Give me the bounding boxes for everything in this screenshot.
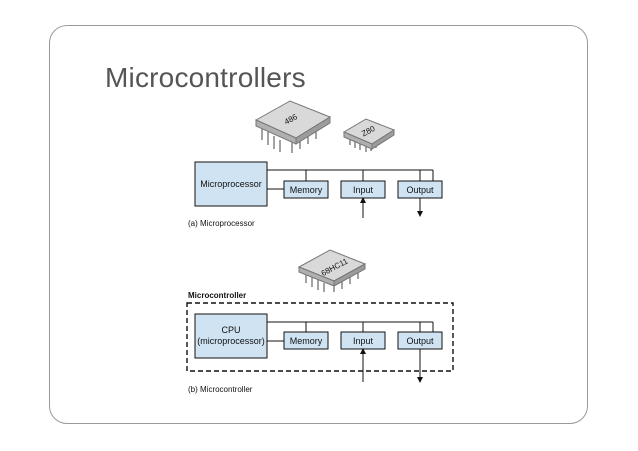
chip-486-icon: 486: [254, 100, 332, 153]
slide-frame: [49, 25, 588, 424]
memory-block-b: [283, 331, 329, 350]
cpu-label: CPU: [221, 325, 240, 335]
microcontroller-group-label: Microcontroller: [188, 291, 246, 300]
microcontroller-boundary: [186, 302, 454, 372]
caption-b: (b) Microcontroller: [188, 385, 253, 394]
output-label-a: Output: [406, 185, 434, 195]
chip-z80-icon: Z80: [342, 118, 396, 152]
memory-block-a: [283, 180, 329, 199]
output-label-b: Output: [406, 336, 434, 346]
input-label-a: Input: [353, 185, 374, 195]
chip-68hc11-icon: 68HC11: [297, 249, 367, 292]
memory-label-b: Memory: [290, 336, 323, 346]
memory-label-a: Memory: [290, 185, 323, 195]
microprocessor-block: [194, 161, 268, 207]
cpu-sublabel: (microprocessor): [197, 336, 265, 346]
caption-a: (a) Microprocessor: [188, 219, 255, 228]
input-label-b: Input: [353, 336, 374, 346]
slide-title: Microcontrollers: [105, 62, 306, 93]
microprocessor-label: Microprocessor: [200, 179, 262, 189]
cpu-block: [194, 313, 268, 359]
